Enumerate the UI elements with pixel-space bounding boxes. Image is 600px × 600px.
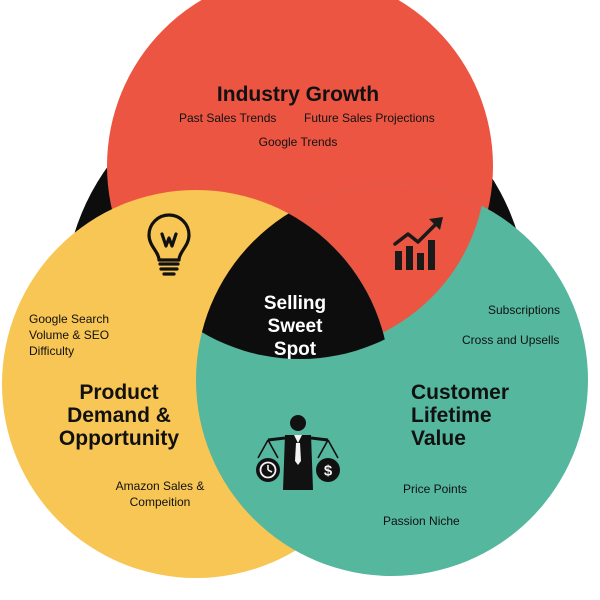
product-item-google-search: Google Search Volume & SEO Difficulty [29, 312, 110, 358]
lightbulb-icon [147, 213, 191, 276]
customer-lifetime-title: Customer Lifetime Value [411, 381, 510, 450]
industry-item-google-trends: Google Trends [258, 135, 338, 149]
industry-item-past-sales: Past Sales Trends [179, 111, 277, 125]
industry-item-future-sales: Future Sales Projections [304, 111, 435, 125]
industry-growth-title: Industry Growth [216, 83, 380, 106]
businessman-scale-icon: $ [256, 415, 340, 490]
selling-sweet-spot-label: Selling Sweet Spot [263, 293, 327, 360]
product-item-amazon-sales: Amazon Sales & Compeition [115, 479, 205, 509]
bar-chart-growth-icon [393, 217, 443, 270]
customer-item-cross-upsells: Cross and Upsells [462, 333, 560, 347]
product-demand-title: Product Demand & Opportunity [58, 381, 180, 450]
customer-item-price-points: Price Points [403, 482, 468, 496]
center-sweet-spot [196, 190, 390, 359]
customer-item-passion-niche: Passion Niche [383, 514, 460, 528]
customer-item-subscriptions: Subscriptions [488, 303, 561, 317]
svg-text:$: $ [324, 463, 333, 480]
